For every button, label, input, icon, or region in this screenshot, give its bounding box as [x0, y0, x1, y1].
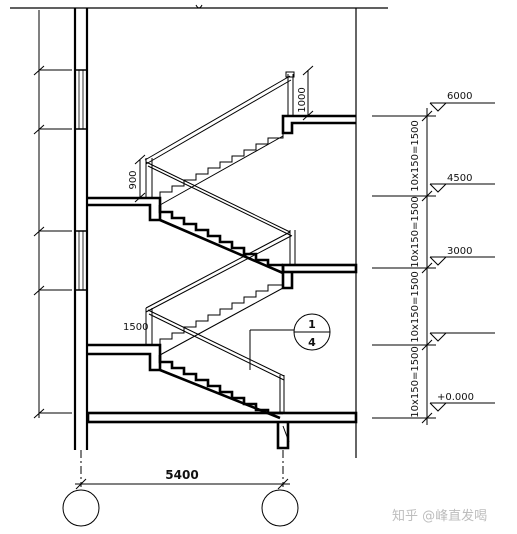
floor-slabs: [86, 114, 358, 450]
flight-3-section: [158, 205, 284, 275]
span-dimension-label: 5400: [165, 468, 198, 482]
rail-height-top: 1000: [297, 87, 308, 112]
axis-lines: [80, 450, 284, 487]
level-label-4500: 4500: [447, 173, 472, 184]
flight-dim-4: 10x150=1500: [410, 120, 421, 192]
rail-dimension-marks: [134, 65, 314, 203]
level-label-0: +0.000: [437, 392, 474, 403]
detail-callout: [249, 313, 331, 370]
left-wall: [73, 8, 89, 450]
rail-height-mid: 900: [128, 170, 139, 189]
callout-number: 1: [308, 318, 316, 331]
flight-4-section: [159, 133, 284, 206]
right-dimension-chain: [372, 108, 436, 425]
span-dimension: [75, 478, 290, 490]
level-label-3000: 3000: [447, 246, 472, 257]
handrails: [144, 71, 296, 413]
axis-bubble-right: [261, 489, 299, 527]
flight-dim-1: 10x150=1500: [410, 346, 421, 418]
break-mark: [195, 4, 203, 9]
watermark: 知乎 @峰直发喝: [392, 508, 487, 524]
flight-1-section: [158, 355, 283, 420]
level-label-6000: 6000: [447, 91, 472, 102]
flight-dim-3: 10x150=1500: [410, 196, 421, 268]
flight-dim-2: 10x150=1500: [410, 271, 421, 343]
flight-2-section: [159, 284, 284, 356]
level-markers: [429, 102, 495, 412]
rail-height-low: 1500: [123, 322, 148, 333]
left-dimension-chain: [33, 10, 72, 419]
callout-sheet: 4: [308, 336, 316, 349]
axis-bubble-left: [62, 489, 100, 527]
